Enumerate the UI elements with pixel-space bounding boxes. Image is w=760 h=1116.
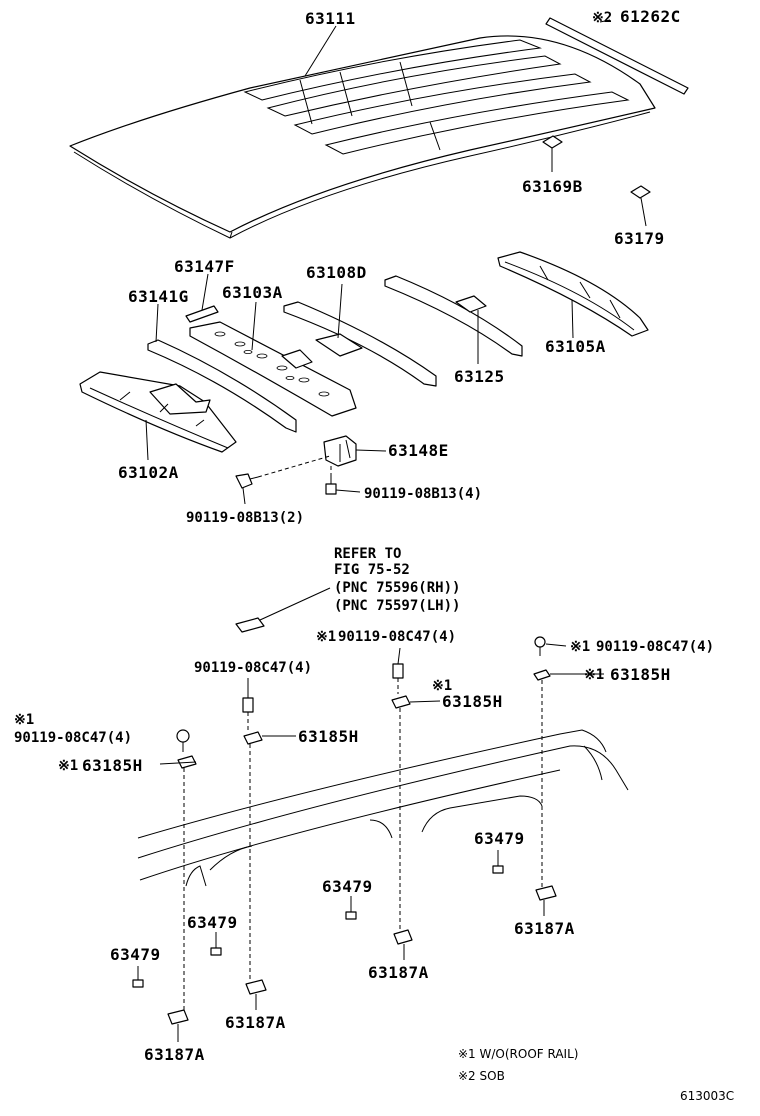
bolt-08c47-left1 (176, 729, 190, 752)
grommet-63479-a (492, 865, 504, 874)
rear-header-63102a (79, 371, 237, 453)
label-63187a-right: 63187A (514, 919, 575, 938)
clip-63187a-left1 (167, 1009, 189, 1025)
label-h-left1: 63185H (82, 756, 143, 775)
roof-bow-63141g (147, 339, 297, 433)
label-c47-mid: 90119-08C47(4) (338, 629, 456, 645)
clip-63187a-mid (393, 929, 413, 945)
label-63187a-mid: 63187A (368, 963, 429, 982)
refer-line-1: REFER TO (334, 546, 401, 562)
clip-63169b (542, 135, 563, 149)
label-h-left2: 63185H (298, 727, 359, 746)
label-63479-b: 63479 (322, 877, 373, 896)
bolt-08c47-right (534, 636, 546, 656)
label-63125: 63125 (454, 367, 505, 386)
bolt-08b13-right (325, 476, 337, 495)
pad-refer-fig (235, 617, 265, 633)
label-63147f: 63147F (174, 257, 235, 276)
clip-63185h-mid (391, 695, 411, 709)
clip-63185h-right (533, 669, 551, 681)
label-63141g: 63141G (128, 287, 189, 306)
label-h-right-mark: ※1 (584, 667, 604, 683)
label-63105a: 63105A (545, 337, 606, 356)
pad-63179 (630, 185, 651, 199)
bolt-08c47-mid (392, 663, 404, 679)
refer-line-2: FIG 75-52 (334, 562, 410, 578)
label-63187a-left2: 63187A (225, 1013, 286, 1032)
label-63179: 63179 (614, 229, 665, 248)
grommet-63479-c (210, 947, 222, 956)
label-63108d: 63108D (306, 263, 367, 282)
part-labels: 63111 ※2 61262C 63169B 63179 63147F 6310… (14, 7, 734, 1103)
roof-panel (69, 35, 656, 239)
label-h-right: 63185H (610, 665, 671, 684)
label-c47-mid-mark: ※1 (316, 629, 336, 645)
roof-bow-63108d (283, 301, 437, 387)
bolt-08c47-left2 (242, 697, 254, 713)
label-61262c: 61262C (620, 7, 681, 26)
label-63111: 63111 (305, 9, 356, 28)
body-side-outline (137, 729, 629, 887)
reinforcement-63103a (189, 321, 357, 417)
grommet-63479-d (132, 979, 144, 988)
grommet-63479-b (345, 911, 357, 920)
label-h-left1-mark: ※1 (58, 758, 78, 774)
label-bolt-08b13-2: 90119-08B13(2) (186, 510, 304, 526)
label-c47-left1: 90119-08C47(4) (14, 730, 132, 746)
clip-63187a-right (535, 885, 557, 901)
refer-line-3: (PNC 75596(RH)) (334, 580, 460, 596)
label-63187a-left1: 63187A (144, 1045, 205, 1064)
weatherstrip-61262c (545, 17, 689, 95)
label-63479-c: 63479 (187, 913, 238, 932)
label-63479-a: 63479 (474, 829, 525, 848)
label-63103a: 63103A (222, 283, 283, 302)
clip-63187a-left2 (245, 979, 267, 995)
bracket-63147f (185, 305, 219, 323)
label-bolt-08b13-4: 90119-08B13(4) (364, 486, 482, 502)
label-63102a: 63102A (118, 463, 179, 482)
label-c47-right-mark: ※1 (570, 639, 590, 655)
label-h-mid: 63185H (442, 692, 503, 711)
leader-lines (137, 19, 647, 1042)
label-c47-left1-mark: ※1 (14, 712, 34, 728)
note-2: ※2 SOB (458, 1069, 505, 1083)
label-c47-left2: 90119-08C47(4) (194, 660, 312, 676)
refer-line-4: (PNC 75597(LH)) (334, 598, 460, 614)
diagram-code: 613003C (680, 1089, 734, 1103)
label-63169b: 63169B (522, 177, 583, 196)
note-1: ※1 W/O(ROOF RAIL) (458, 1047, 578, 1061)
label-c47-right: 90119-08C47(4) (596, 639, 714, 655)
clip-63185h-left2 (243, 731, 263, 745)
roof-bow-63125 (384, 275, 523, 357)
label-h-mid-mark: ※1 (432, 678, 452, 694)
label-61262c-mark: ※2 (592, 10, 612, 26)
label-63479-d: 63479 (110, 945, 161, 964)
bolt-08b13-left (235, 473, 259, 489)
label-63148e: 63148E (388, 441, 449, 460)
front-header-63105a (497, 251, 649, 337)
bracket-63148e (323, 435, 357, 467)
